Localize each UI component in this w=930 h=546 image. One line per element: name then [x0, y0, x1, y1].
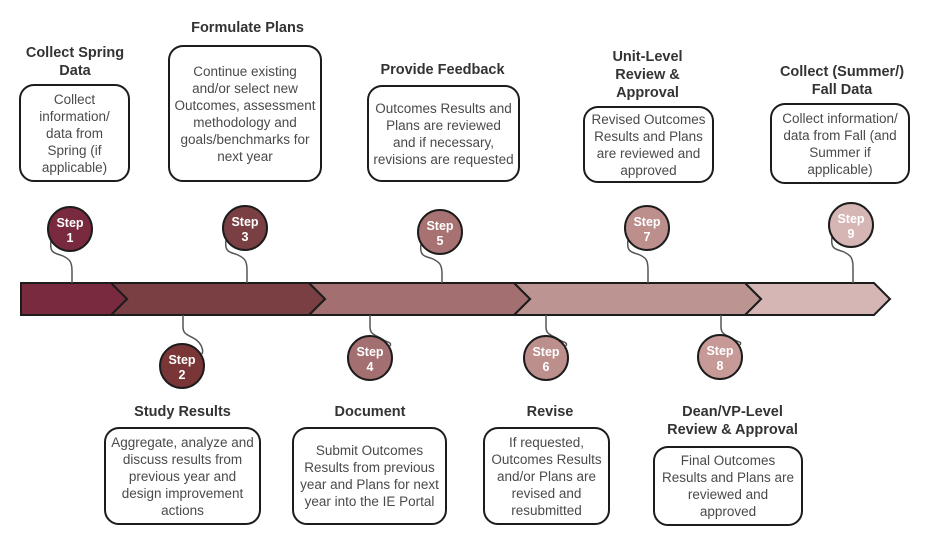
step-4-number: 4	[367, 360, 374, 374]
arrow-segment-5	[742, 282, 892, 316]
step-9-title: Collect (Summer/) Fall Data	[779, 64, 905, 98]
step-3-label: Step	[231, 215, 258, 229]
step-7-circle	[624, 205, 670, 251]
step-9-label: Step	[837, 212, 864, 226]
step-4-circle	[347, 335, 393, 381]
arrow-segment-4	[511, 282, 763, 316]
step-5-description: Outcomes Results and Plans are reviewed …	[367, 85, 520, 182]
step-3-connector	[224, 239, 248, 283]
step-2-circle	[159, 343, 205, 389]
step-2-label: Step	[168, 353, 195, 367]
step-3-description: Continue existing and/or select new Outc…	[168, 45, 322, 182]
step-1-connector	[49, 240, 73, 283]
step-7-description: Revised Outcomes Results and Plans are r…	[583, 106, 714, 183]
step-7-title: Unit-Level Review & Approval	[612, 49, 683, 101]
step-3-circle	[222, 205, 268, 251]
step-5-description-text: Outcomes Results and Plans are reviewed …	[373, 100, 514, 167]
step-5-connector	[419, 243, 443, 283]
step-9-number: 9	[848, 227, 855, 241]
step-9-circle	[828, 202, 874, 248]
step-7-description-text: Revised Outcomes Results and Plans are r…	[591, 111, 706, 178]
step-6-description: If requested, Outcomes Results and/or Pl…	[483, 427, 610, 525]
step-1-label: Step	[56, 216, 83, 230]
step-6-label: Step	[532, 345, 559, 359]
step-7-number: 7	[644, 230, 651, 244]
step-1-title: Collect Spring Data	[25, 45, 125, 79]
timeline-arrow	[20, 282, 892, 316]
step-8-circle	[697, 334, 743, 380]
step-6-number: 6	[543, 360, 550, 374]
connectors	[49, 236, 854, 355]
step-7-label: Step	[633, 215, 660, 229]
step-5-circle	[417, 209, 463, 255]
step-4-description-text: Submit Outcomes Results from previous ye…	[300, 443, 439, 509]
step-markers: Step1Step2Step3Step4Step5Step6Step7Step8…	[47, 202, 874, 389]
step-2-description-text: Aggregate, analyze and discuss results f…	[111, 434, 254, 518]
step-9-description-text: Collect information/ data from Fall (and…	[782, 110, 898, 177]
step-3-description-text: Continue existing and/or select new Outc…	[174, 63, 316, 164]
step-6-title: Revise	[526, 404, 574, 420]
step-2-description: Aggregate, analyze and discuss results f…	[104, 427, 261, 525]
step-8-title: Dean/VP-Level Review & Approval	[667, 404, 798, 438]
step-8-number: 8	[717, 359, 724, 373]
step-3-title: Formulate Plans	[191, 20, 304, 36]
step-5-number: 5	[437, 234, 444, 248]
step-1-number: 1	[67, 231, 74, 245]
step-6-circle	[523, 335, 569, 381]
step-1-circle	[47, 206, 93, 252]
step-7-connector	[626, 239, 649, 283]
step-1-description: Collect information/ data from Spring (i…	[19, 84, 130, 182]
step-2-title: Study Results	[134, 404, 231, 420]
step-2-connector	[182, 315, 204, 355]
step-6-description-text: If requested, Outcomes Results and/or Pl…	[491, 434, 602, 518]
step-1-description-text: Collect information/ data from Spring (i…	[39, 91, 110, 175]
step-5-label: Step	[426, 219, 453, 233]
step-9-connector	[830, 236, 854, 283]
step-3-number: 3	[242, 230, 249, 244]
step-8-description-text: Final Outcomes Results and Plans are rev…	[661, 453, 795, 519]
arrow-segment-1	[20, 282, 129, 316]
step-4-description: Submit Outcomes Results from previous ye…	[292, 427, 447, 525]
step-8-description: Final Outcomes Results and Plans are rev…	[653, 446, 803, 526]
step-5-title: Provide Feedback	[380, 62, 505, 78]
step-9-description: Collect information/ data from Fall (and…	[770, 103, 910, 184]
step-4-title: Document	[334, 404, 406, 420]
step-4-label: Step	[356, 345, 383, 359]
step-2-number: 2	[179, 368, 186, 382]
arrow-segment-3	[306, 282, 532, 316]
step-8-label: Step	[706, 344, 733, 358]
arrow-segment-2	[108, 282, 327, 316]
